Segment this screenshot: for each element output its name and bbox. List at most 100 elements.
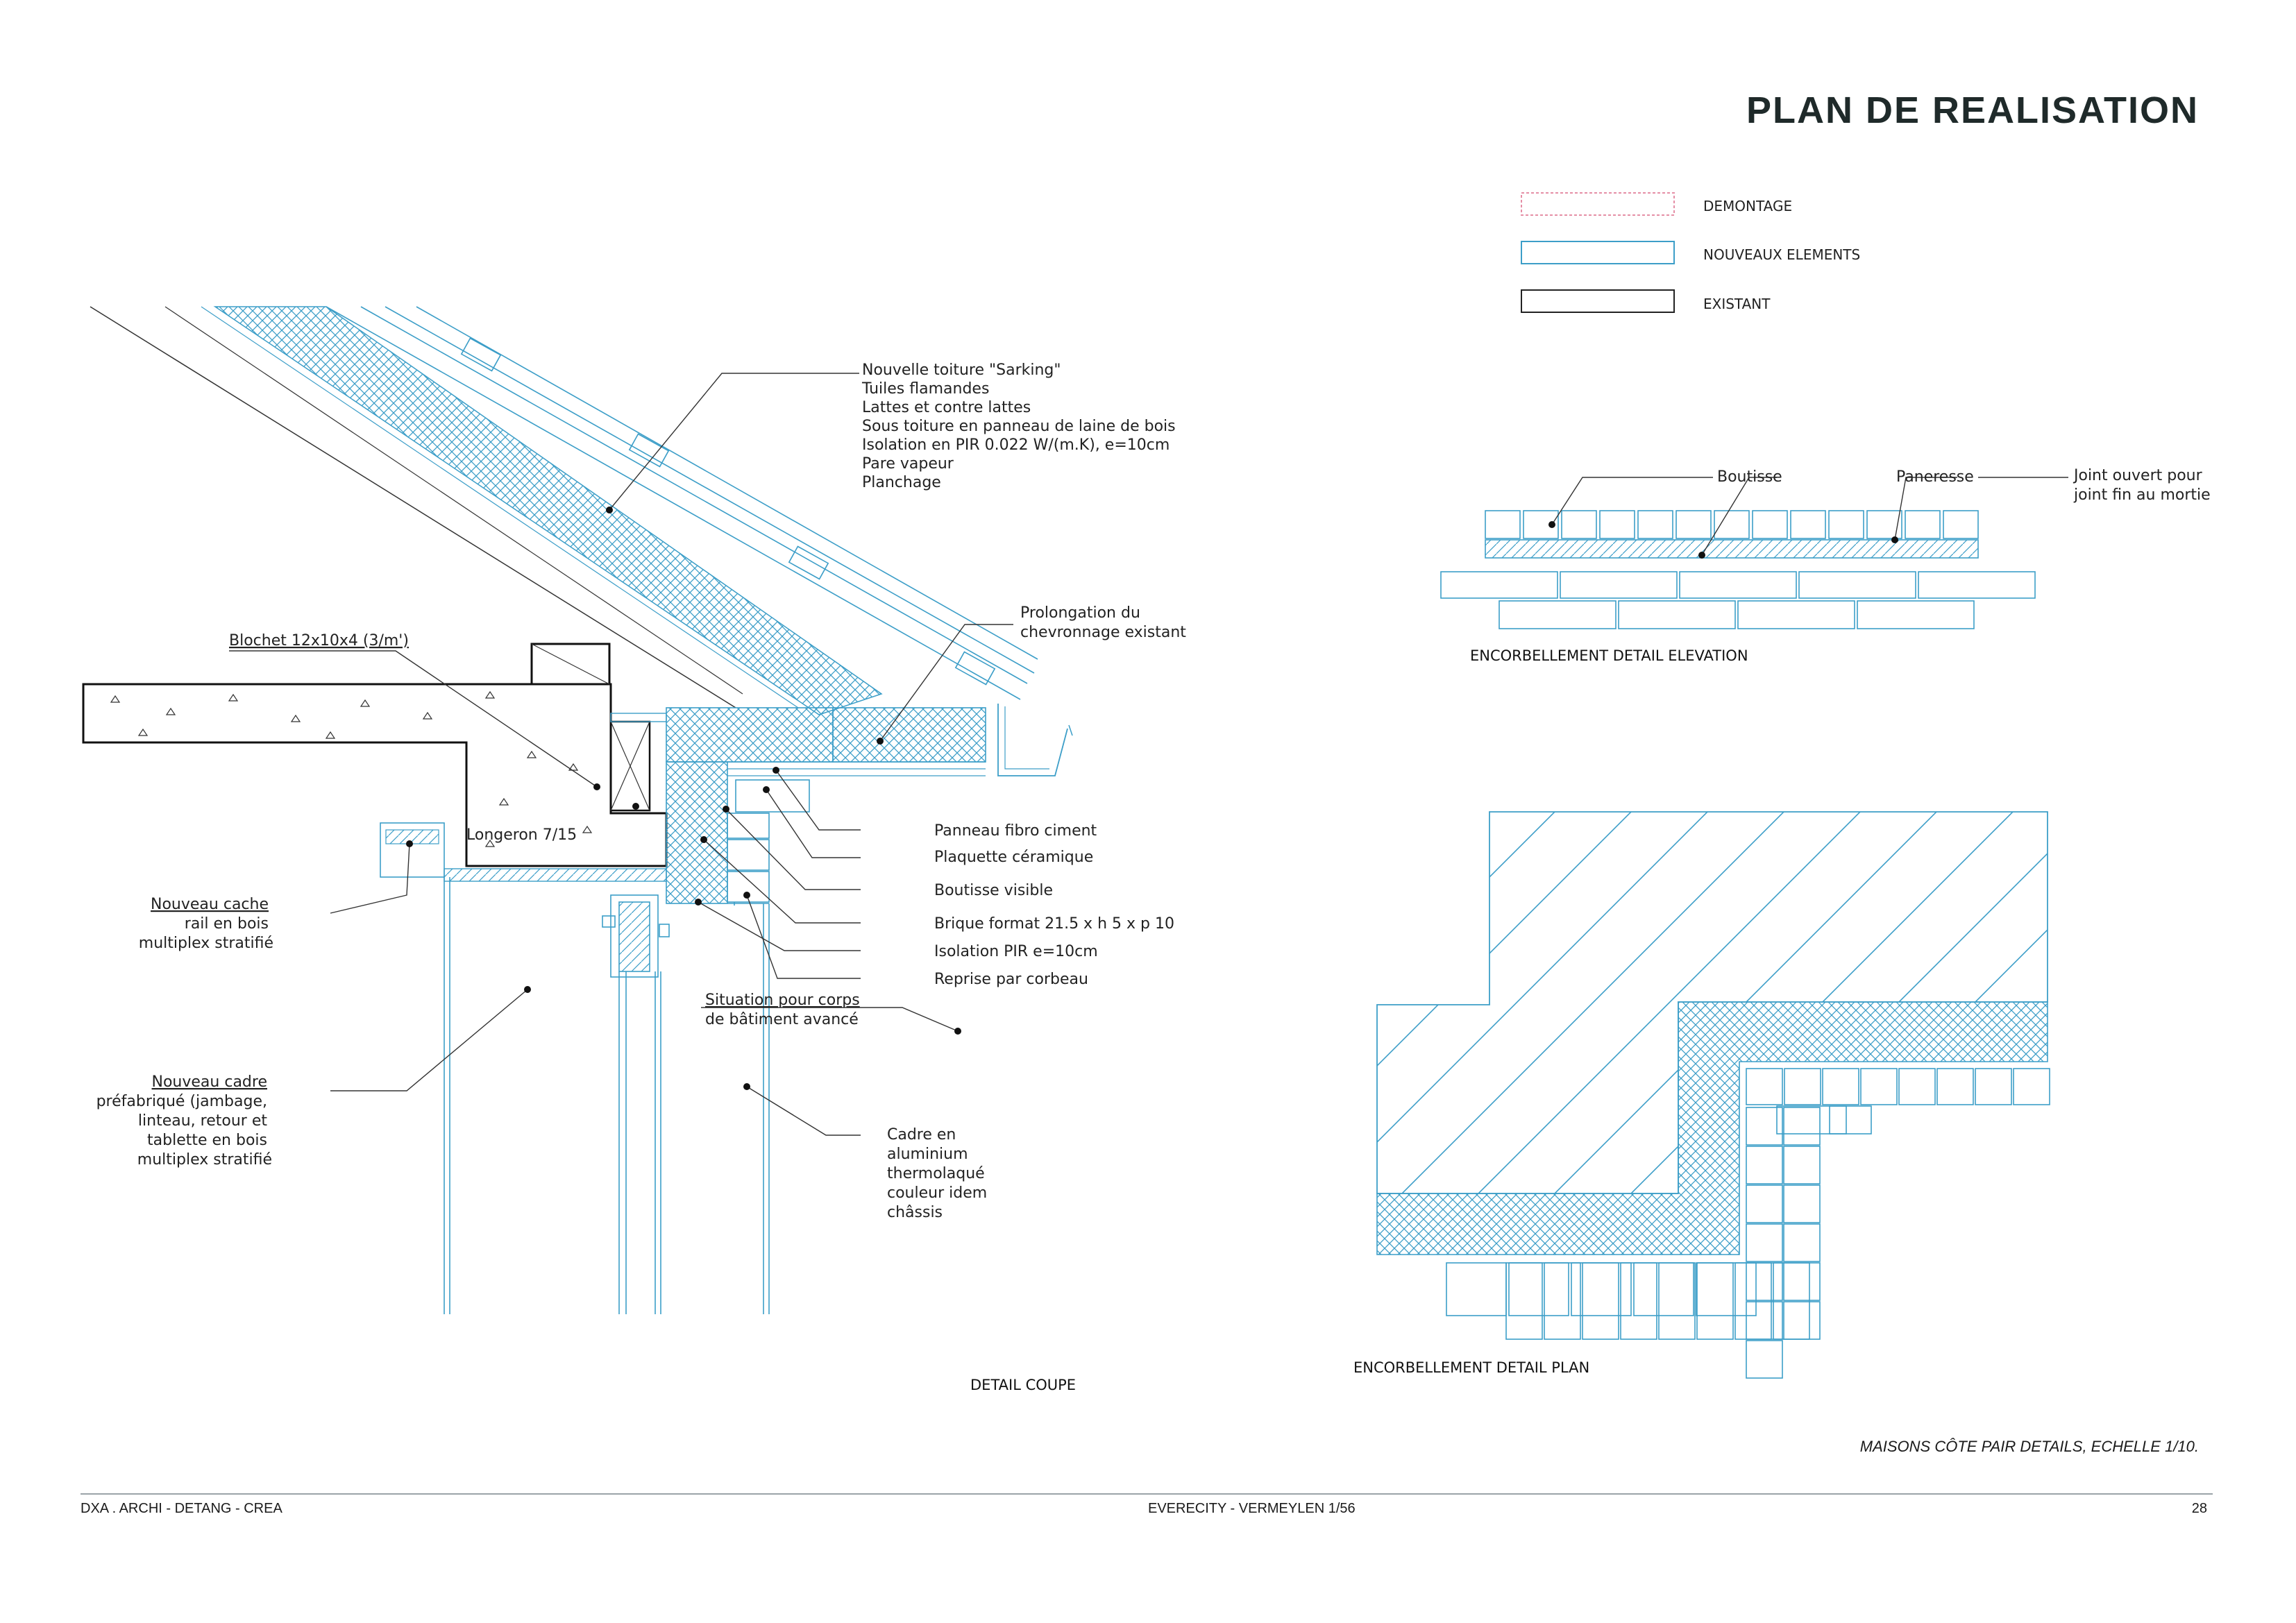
- footer-divider: [81, 1493, 2213, 1495]
- stretcher-brick: [1560, 571, 1678, 599]
- legend-label-existant: EXISTANT: [1703, 296, 1771, 312]
- existing-rafter-line: [90, 306, 736, 708]
- roof-line: Isolation en PIR 0.022 W/(m.K), e=10cm: [862, 436, 1170, 454]
- caption-coupe: DETAIL COUPE: [970, 1377, 1076, 1393]
- label-panneresse: Paneresse: [1896, 468, 1974, 486]
- plan-brick: [1783, 1146, 1821, 1184]
- cache-rail-annotation: Nouveau cache rail en bois multiplex str…: [139, 896, 273, 952]
- plan-brick: [1582, 1262, 1619, 1340]
- roof-line: Nouvelle toiture "Sarking": [862, 362, 1061, 379]
- plan-brick: [1746, 1068, 1783, 1105]
- longeron-annotation: Longeron 7/15: [466, 826, 577, 844]
- blochet-annotation: Blochet 12x10x4 (3/m'): [229, 632, 409, 649]
- roof-insulation: [213, 306, 883, 715]
- plan-brick: [1829, 1105, 1872, 1135]
- legend-swatch-nouveaux: [1521, 241, 1675, 264]
- legend-swatch-existant: [1521, 289, 1675, 313]
- roof-line: Pare vapeur: [862, 455, 954, 473]
- plan-brick: [1658, 1262, 1696, 1340]
- legend: DEMONTAGE NOUVEAUX ELEMENTS EXISTANT: [1521, 192, 1860, 313]
- plan-brick: [1746, 1223, 1783, 1262]
- plan-brick: [1860, 1068, 1898, 1105]
- leader-dots: [406, 507, 961, 1090]
- corbel-bricks: [727, 779, 810, 906]
- plan-brick: [1783, 1223, 1821, 1262]
- stretcher-brick: [1618, 600, 1736, 629]
- cache-rail: [380, 822, 445, 878]
- header-brick: [1714, 510, 1750, 539]
- roof-layer-line: [416, 306, 1038, 660]
- stretcher-brick: [1918, 571, 2036, 599]
- label-boutisse: Boutisse: [1717, 468, 1782, 486]
- leader-lines: [229, 373, 1013, 1136]
- header-brick: [1828, 510, 1864, 539]
- alu-annotation: Cadre en aluminium thermolaqué couleur i…: [887, 1126, 992, 1221]
- plan-brick: [1544, 1262, 1581, 1340]
- plan-brick: [1746, 1262, 1783, 1301]
- header-brick: [1943, 510, 1979, 539]
- plan-brick: [2013, 1068, 2050, 1105]
- plan-insulation: [1376, 1001, 2048, 1255]
- header-brick: [1485, 510, 1521, 539]
- plan-brick: [1776, 1105, 1847, 1135]
- header-brick: [1675, 510, 1712, 539]
- roof-layer-line: [360, 306, 1028, 684]
- elevation-dots: [1548, 521, 1898, 559]
- roof-line: Lattes et contre lattes: [862, 399, 1031, 416]
- plan-brick: [1746, 1301, 1783, 1340]
- roof-layer-line: [326, 306, 1021, 700]
- stretcher-brick: [1737, 600, 1855, 629]
- plan-brick: [1783, 1262, 1821, 1301]
- plan-brick: [1633, 1262, 1694, 1316]
- plan-brick: [1446, 1262, 1507, 1316]
- elevation-leaders: [1551, 477, 2068, 556]
- situation-annotation: Situation pour corps de bâtiment avancé: [705, 992, 865, 1028]
- plan-brick: [1696, 1262, 1757, 1316]
- detail-coupe: Nouvelle toiture "Sarking" Tuiles flaman…: [82, 306, 1186, 1314]
- plan-brick: [1783, 1107, 1821, 1146]
- stretcher-brick: [1857, 600, 1975, 629]
- plan-brick: [1746, 1146, 1783, 1184]
- plan-brick: [1975, 1068, 2012, 1105]
- plan-brick: [1620, 1262, 1657, 1340]
- header-brick: [1905, 510, 1941, 539]
- roof-annotation: Nouvelle toiture "Sarking" Tuiles flaman…: [861, 362, 1181, 491]
- plan-brick: [1508, 1262, 1569, 1316]
- plan-brick: [1898, 1068, 1936, 1105]
- stretcher-brick: [1499, 600, 1617, 629]
- plan-brick: [1746, 1184, 1783, 1223]
- roof-battens: [460, 337, 996, 686]
- footer-left: DXA . ARCHI - DETANG - CREA: [81, 1501, 282, 1516]
- concrete-marks: [110, 690, 593, 847]
- cadre-annotation: Nouveau cadre préfabriqué (jambage, lint…: [96, 1073, 272, 1169]
- header-brick: [1637, 510, 1673, 539]
- soffit-board: [444, 868, 667, 882]
- right-labels: Panneau fibro ciment Plaquette céramique…: [934, 822, 1179, 988]
- wall-insulation: [666, 707, 834, 763]
- plan-brick: [1784, 1068, 1821, 1105]
- header-brick: [1599, 510, 1635, 539]
- stretcher-brick: [1440, 571, 1558, 599]
- page-title: PLAN DE REALISATION: [1746, 90, 2199, 131]
- roof-line: Tuiles flamandes: [861, 380, 989, 398]
- gutter: [997, 704, 1068, 776]
- elevation-band: [1485, 539, 1979, 559]
- existing-rafter-line-2: [164, 306, 743, 695]
- legend-swatch-demontage: [1521, 192, 1675, 216]
- legend-label-demontage: DEMONTAGE: [1703, 198, 1792, 214]
- plan-brick: [1783, 1184, 1821, 1223]
- roof-line: Sous toiture en panneau de laine de bois: [862, 418, 1176, 435]
- plan-brick: [1505, 1262, 1543, 1340]
- plan-brick: [1746, 1340, 1783, 1379]
- label-joint: Joint ouvert pour joint fin au mortie: [2073, 467, 2211, 504]
- plan-brick: [1936, 1068, 1974, 1105]
- blochet: [530, 643, 611, 686]
- caption-plan: ENCORBELLEMENT DETAIL PLAN: [1353, 1359, 1589, 1376]
- roof-layer-line: [201, 306, 799, 708]
- caption-elevation: ENCORBELLEMENT DETAIL ELEVATION: [1470, 647, 1748, 664]
- header-brick: [1790, 510, 1826, 539]
- window-frame: [444, 877, 770, 1314]
- prolongation-annotation: Prolongation du chevronnage existant: [1020, 604, 1186, 641]
- header-brick: [1866, 510, 1902, 539]
